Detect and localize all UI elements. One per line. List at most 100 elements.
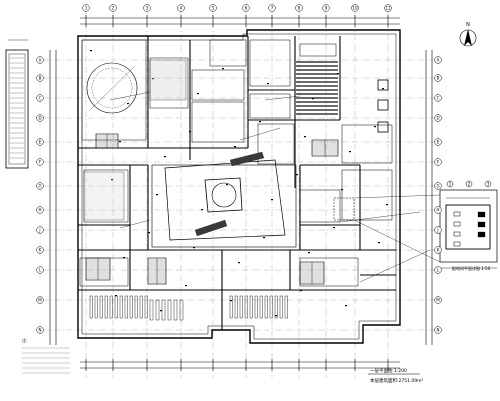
svg-text:4: 4 — [180, 6, 183, 11]
bottom-pier-right — [239, 295, 243, 319]
fixture-mark — [152, 78, 154, 80]
svg-text:11: 11 — [385, 6, 391, 11]
bottom-pier-mid — [173, 299, 178, 321]
svg-text:1: 1 — [449, 182, 452, 187]
leader-line — [264, 95, 301, 101]
svg-text:K: K — [39, 248, 42, 253]
atrium-polygon — [164, 159, 286, 241]
axis-bubble-n: N — [36, 326, 44, 334]
bottom-pier-right — [244, 295, 248, 319]
detail-panel — [453, 241, 461, 247]
fixture-mark — [259, 121, 261, 123]
building-outline-inner — [81, 33, 397, 340]
room-partition — [81, 39, 147, 141]
fixture-mark — [300, 290, 302, 292]
detail-axis-bubble-2: 2 — [465, 180, 473, 188]
fixture-mark — [312, 98, 314, 100]
bottom-pier-right — [264, 295, 268, 319]
notes-heading: 注: — [22, 337, 27, 343]
bottom-pier-right — [234, 295, 238, 319]
bottom-pier-left — [144, 295, 148, 319]
fixture-mark — [156, 194, 158, 196]
svg-text:E: E — [39, 140, 42, 145]
fixture-mark — [345, 305, 347, 307]
service-area-tone — [149, 59, 187, 101]
fixture-mark — [230, 300, 232, 302]
building-outline — [77, 29, 401, 344]
svg-text:A: A — [39, 58, 42, 63]
detail-panel — [453, 221, 461, 227]
axis-bubble-7: 7 — [268, 4, 276, 12]
fixture-mark — [386, 204, 388, 206]
detail-cabinet — [477, 211, 486, 218]
bottom-pier-left — [129, 295, 133, 319]
bottom-pier-right — [279, 295, 283, 319]
detail-axis-bubble-3: 3 — [484, 180, 492, 188]
bottom-pier-right — [249, 295, 253, 319]
axis-bubble-11: 11 — [384, 4, 392, 12]
auditorium-seating — [296, 61, 338, 115]
atrium-stair-upper — [229, 151, 265, 167]
axis-bubble-c-right: C — [434, 94, 442, 102]
svg-text:N: N — [437, 328, 440, 333]
bottom-pier-mid — [161, 299, 166, 321]
svg-text:N: N — [466, 22, 470, 28]
svg-text:5: 5 — [212, 6, 215, 11]
axis-bubble-m: M — [36, 296, 44, 304]
axis-bubbles-detail: 1 2 3 — [446, 180, 492, 188]
axis-bubble-5: 5 — [209, 4, 217, 12]
axis-bubble-8: 8 — [295, 4, 303, 12]
bottom-pier-left — [114, 295, 118, 319]
fixture-mark — [164, 156, 166, 158]
fixture-mark — [382, 88, 384, 90]
fixture-mark — [267, 83, 269, 85]
axis-bubble-k-right: K — [434, 246, 442, 254]
axis-bubble-l-right: L — [434, 266, 442, 274]
fixture-mark — [337, 73, 339, 75]
bottom-pier-left — [89, 295, 93, 319]
detail-callout-line — [353, 194, 441, 199]
atrium-core-circle — [211, 182, 237, 208]
room-partition — [257, 123, 295, 165]
svg-text:B: B — [39, 76, 42, 81]
fixture-mark — [378, 242, 380, 244]
axis-bubble-9: 9 — [322, 4, 330, 12]
room-partition — [191, 69, 245, 101]
detail-callout-line — [353, 219, 441, 263]
fixture-mark — [333, 227, 335, 229]
axis-bubble-6: 6 — [242, 4, 250, 12]
side-structure — [5, 49, 29, 169]
axis-bubble-f-right: F — [434, 158, 442, 166]
axis-bubble-2: 2 — [109, 4, 117, 12]
bottom-pier-left — [94, 295, 98, 319]
fixture-mark — [193, 247, 195, 249]
bottom-pier-mid — [149, 299, 154, 321]
svg-text:1: 1 — [85, 6, 88, 11]
fixture-mark — [234, 146, 236, 148]
svg-text:M: M — [436, 298, 440, 303]
fixture-mark — [374, 126, 376, 128]
atrium-core — [204, 177, 243, 213]
svg-text:C: C — [437, 96, 440, 101]
axis-bubble-e-right: E — [434, 138, 442, 146]
svg-text:F: F — [437, 160, 440, 165]
axis-bubble-j-right: J — [434, 226, 442, 234]
svg-text:3: 3 — [146, 6, 149, 11]
axis-bubble-c: C — [36, 94, 44, 102]
fixture-mark — [238, 262, 240, 264]
fixture-mark — [189, 131, 191, 133]
axis-bubble-j: J — [36, 226, 44, 234]
svg-text:D: D — [38, 116, 41, 121]
axis-bubbles-left: A B C D E F G H J K L M N — [36, 56, 44, 334]
axis-bubble-k: K — [36, 246, 44, 254]
leader-line — [239, 127, 281, 141]
detail-cabinet — [477, 221, 486, 228]
fixture-mark — [119, 141, 121, 143]
fixture-mark — [111, 179, 113, 181]
axis-bubble-1: 1 — [82, 4, 90, 12]
fixture-mark — [296, 174, 298, 176]
bottom-pier-left — [139, 295, 143, 319]
side-structure-inner — [8, 53, 26, 165]
detail-frame — [439, 189, 498, 263]
